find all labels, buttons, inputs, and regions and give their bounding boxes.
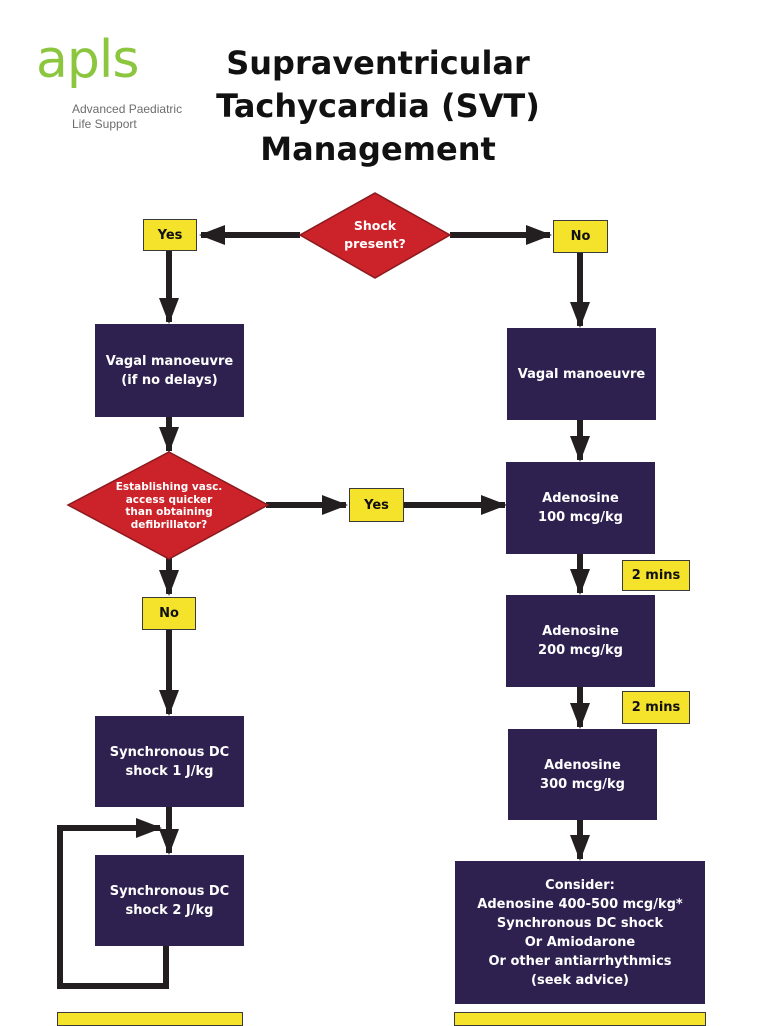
box-line: shock 1 J/kg [125, 763, 214, 779]
box-line: shock 2 J/kg [125, 902, 214, 918]
decision-vasc-line: access quicker [125, 493, 213, 506]
box-line: 200 mcg/kg [538, 643, 623, 658]
arrow-dc2-loop-back [57, 818, 169, 989]
decision-shock-line: Shock [353, 218, 397, 233]
box-vagal-manoeuvre-right: Vagal manoeuvre [507, 328, 656, 420]
label-yes-shock: Yes [143, 219, 197, 251]
box-line: Adenosine 400-500 mcg/kg* [477, 896, 683, 912]
box-line: (seek advice) [531, 972, 629, 988]
decision-vasc-diamond [66, 451, 270, 560]
label-wait-2-mins: 2 mins [622, 560, 690, 591]
label-wait-2-mins: 2 mins [622, 691, 690, 724]
box-line: Synchronous DC [109, 744, 230, 760]
logo-subtitle-line: Advanced Paediatric [72, 102, 183, 116]
logo-wordmark: apls [36, 30, 139, 90]
box-line: Synchronous DC [109, 883, 230, 899]
label-yes-vasc: Yes [349, 488, 404, 522]
label-no-shock: No [553, 220, 608, 253]
box-line: Adenosine [542, 491, 619, 506]
box-line: Vagal manoeuvre [105, 353, 234, 369]
box-line: Or Amiodarone [524, 934, 636, 950]
decision-shock-diamond [298, 192, 452, 279]
decision-shock-line: present? [344, 236, 406, 251]
box-line: Synchronous DC shock [496, 915, 664, 931]
box-adenosine-300: Adenosine 300 mcg/kg [508, 729, 657, 820]
decision-shock-text: Shock present? [320, 212, 430, 258]
box-line: Adenosine [544, 757, 621, 773]
box-line: Adenosine [542, 624, 619, 639]
box-vagal-manoeuvre-left: Vagal manoeuvre (if no delays) [95, 324, 244, 417]
box-adenosine-200: Adenosine 200 mcg/kg [506, 595, 655, 687]
box-line: (if no delays) [121, 372, 218, 388]
box-dc-shock-2: Synchronous DC shock 2 J/kg [95, 855, 244, 946]
decision-vasc-text: Establishing vasc. access quicker than o… [88, 476, 250, 536]
logo-subtitle-line: Life Support [72, 117, 137, 131]
page-title: Supraventricular Tachycardia (SVT) Manag… [200, 42, 556, 171]
decision-vasc-line: than obtaining [125, 506, 213, 518]
title-line: Tachycardia (SVT) [216, 87, 540, 125]
box-dc-shock-1: Synchronous DC shock 1 J/kg [95, 716, 244, 807]
box-line: Or other antiarrhythmics [488, 953, 672, 969]
decision-vasc-line: defibrillator? [130, 518, 208, 531]
apls-logo: apls Advanced Paediatric Life Support [36, 34, 196, 144]
logo-subtitle: Advanced Paediatric Life Support [72, 102, 202, 132]
title-line: Management [260, 130, 496, 168]
box-line: 100 mcg/kg [538, 510, 623, 525]
box-line: Consider: [545, 877, 615, 893]
label-no-vasc: No [142, 597, 196, 630]
box-adenosine-100: Adenosine 100 mcg/kg [506, 462, 655, 554]
box-line: 300 mcg/kg [540, 776, 625, 792]
box-line: Vagal manoeuvre [517, 366, 646, 382]
decision-vasc-line: Establishing vasc. [115, 481, 223, 493]
title-line: Supraventricular [226, 44, 530, 82]
box-consider-options: Consider: Adenosine 400-500 mcg/kg* Sync… [455, 861, 705, 1004]
